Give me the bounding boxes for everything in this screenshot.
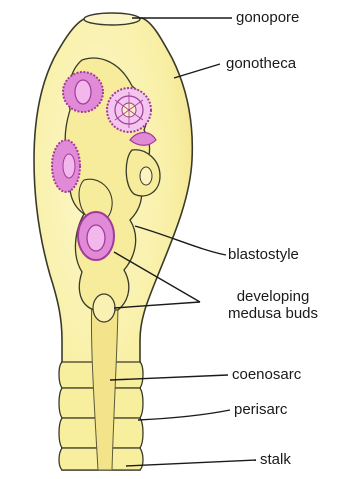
medusa-bud-lower <box>78 212 114 260</box>
medusa-bud-striped <box>107 88 151 132</box>
label-gonopore: gonopore <box>236 9 299 26</box>
medusa-bud-side <box>52 140 80 192</box>
leader-gonotheca <box>174 64 220 78</box>
label-developing-medusa-buds: developing medusa buds <box>212 288 334 322</box>
label-blastostyle: blastostyle <box>228 246 299 263</box>
label-perisarc: perisarc <box>234 401 287 418</box>
medusa-bud-young <box>93 294 115 322</box>
blastostyle-pit <box>140 167 152 185</box>
label-developing-line2: medusa buds <box>212 305 334 322</box>
leader-stalk <box>126 460 256 466</box>
label-gonotheca: gonotheca <box>226 55 296 72</box>
label-coenosarc: coenosarc <box>232 366 301 383</box>
label-stalk: stalk <box>260 451 291 468</box>
label-developing-line1: developing <box>212 288 334 305</box>
leader-perisarc <box>138 410 230 420</box>
gonopore-opening <box>84 13 140 25</box>
medusa-bud-top <box>63 72 103 112</box>
